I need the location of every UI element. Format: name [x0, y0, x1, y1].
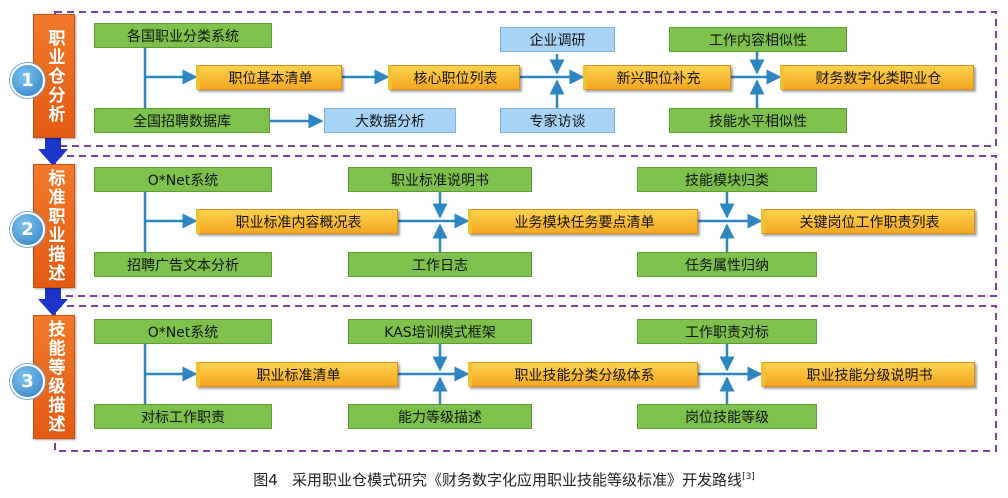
position-skill-level: 岗位技能等级	[637, 404, 817, 429]
figure-reference: [3]	[742, 472, 755, 482]
enterprise-survey: 企业调研	[500, 27, 615, 52]
basic-job-list: 职位基本清单	[196, 65, 342, 90]
phase-3-frame	[54, 305, 997, 452]
skill-classification-grading-system: 职业技能分类分级体系	[468, 362, 698, 387]
skill-grading-specification: 职业技能分级说明书	[761, 362, 975, 387]
expert-interview: 专家访谈	[500, 108, 615, 133]
emerging-job-supplement: 新兴职位补充	[583, 65, 731, 90]
phase-2-number-badge: 2	[10, 212, 45, 247]
duty-benchmarking: 工作职责对标	[637, 319, 817, 344]
skill-module-classification: 技能模块归类	[637, 167, 817, 192]
business-module-task-checklist: 业务模块任务要点清单	[468, 209, 698, 234]
input-onet-system-3: O*Net系统	[94, 319, 272, 344]
figure-caption: 图4 采用职业仓模式研究《财务数字化应用职业技能等级标准》开发路线[3]	[0, 469, 1008, 490]
skill-level-similarity: 技能水平相似性	[669, 108, 847, 133]
input-national-recruitment-database: 全国招聘数据库	[94, 108, 270, 133]
input-onet-system-2: O*Net系统	[94, 167, 272, 192]
task-attribute-induction: 任务属性归纳	[637, 252, 817, 277]
phase-down-arrow-2	[38, 287, 68, 316]
phase-1-number-badge: 1	[10, 63, 45, 98]
standard-content-overview-table: 职业标准内容概况表	[196, 209, 398, 234]
input-national-classification-systems: 各国职业分类系统	[94, 23, 272, 48]
big-data-analysis: 大数据分析	[324, 108, 456, 133]
key-position-duty-list: 关键岗位工作职责列表	[761, 209, 975, 234]
kas-training-framework: KAS培训模式框架	[348, 319, 532, 344]
phase-3-label: 技能等级描述	[33, 315, 75, 439]
occupational-standard-list: 职业标准清单	[196, 362, 398, 387]
phase-down-arrow-1	[38, 137, 68, 166]
finance-digital-job-warehouse: 财务数字化类职业仓	[780, 65, 974, 90]
phase-3-number-badge: 3	[10, 364, 45, 399]
figure-title: 采用职业仓模式研究《财务数字化应用职业技能等级标准》开发路线	[292, 471, 743, 489]
work-log: 工作日志	[348, 252, 532, 277]
figure-number: 图4	[253, 471, 278, 489]
ability-level-description: 能力等级描述	[348, 404, 532, 429]
occupational-standard-spec: 职业标准说明书	[348, 167, 532, 192]
core-job-list: 核心职位列表	[388, 65, 520, 90]
work-content-similarity: 工作内容相似性	[669, 27, 847, 52]
input-benchmark-duties: 对标工作职责	[94, 404, 272, 429]
input-job-ad-text-analysis: 招聘广告文本分析	[94, 252, 272, 277]
